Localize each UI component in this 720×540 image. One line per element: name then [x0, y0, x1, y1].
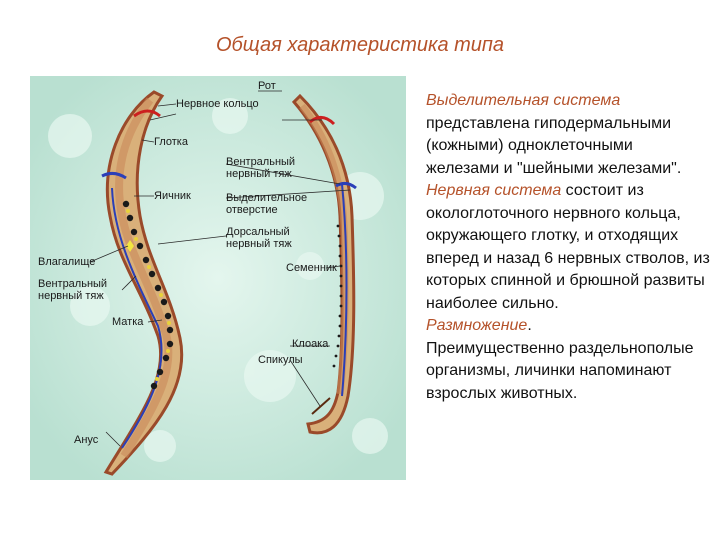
label-testis: Семенник: [286, 262, 337, 274]
label-uterus: Матка: [112, 316, 143, 328]
label-dorsal-cord: Дорсальный нервный тяж: [226, 226, 292, 250]
description-text: Выделительная система представлена гипод…: [426, 90, 710, 405]
label-nerve-ring: Нервное кольцо: [176, 98, 259, 110]
label-excretory-pore: Выделительное отверстие: [226, 192, 307, 216]
label-spicules: Спикулы: [258, 354, 303, 366]
label-anus: Анус: [74, 434, 98, 446]
label-vagina: Влагалище: [38, 256, 95, 268]
label-cloaca: Клоака: [292, 338, 328, 350]
heading-reproduction: Размножение: [426, 317, 527, 334]
label-pharynx: Глотка: [154, 136, 188, 148]
label-ovary: Яичник: [154, 190, 191, 202]
heading-excretory-system: Выделительная система: [426, 92, 620, 109]
text-reproduction: Преимущественно раздельнополые организмы…: [426, 340, 694, 402]
heading-reproduction-dot: .: [527, 317, 531, 334]
nematode-anatomy-figure: Рот Нервное кольцо Глотка Вентральный не…: [30, 76, 406, 480]
text-nervous-system: состоит из окологлоточного нервного коль…: [426, 182, 710, 312]
page-title: Общая характеристика типа: [0, 34, 720, 57]
text-excretory-system: представлена гиподермальными (кожными) о…: [426, 115, 681, 177]
label-ventral-cord-right: Вентральный нервный тяж: [226, 156, 295, 180]
label-mouth: Рот: [258, 80, 276, 92]
heading-nervous-system: Нервная система: [426, 182, 561, 199]
label-ventral-cord-left: Вентральный нервный тяж: [38, 278, 107, 302]
